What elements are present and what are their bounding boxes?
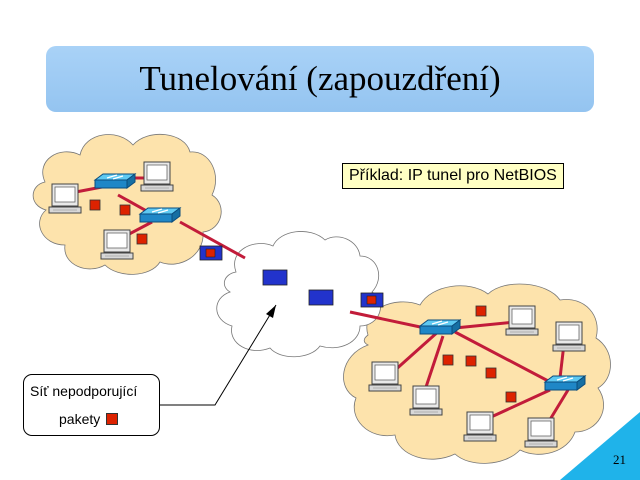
callout-line-2: pakety xyxy=(59,411,119,427)
computer-icon xyxy=(100,229,134,260)
switch-icon xyxy=(544,375,586,391)
computer-icon xyxy=(524,417,558,448)
computer-icon xyxy=(463,411,497,442)
slide-title: Tunelování (zapouzdření) xyxy=(139,59,501,98)
callout-line-2-text: pakety xyxy=(59,411,101,427)
packet-icon-group xyxy=(89,199,517,403)
packet-icon xyxy=(106,413,119,425)
lan-cloud-left xyxy=(32,133,222,275)
computer-icon xyxy=(140,161,174,192)
callout-line-1: Síť nepodporující xyxy=(30,383,138,399)
transit-cloud xyxy=(216,231,381,358)
callout-pointer xyxy=(158,304,277,406)
computer-icon xyxy=(552,321,586,352)
computer-icon xyxy=(409,385,443,416)
example-note: Příklad: IP tunel pro NetBIOS xyxy=(342,163,564,189)
computer-icon xyxy=(48,183,82,214)
tunnel-packet-icon xyxy=(199,245,223,261)
switch-icon xyxy=(139,207,181,223)
page-number: 21 xyxy=(613,452,626,467)
arrowhead-icon xyxy=(266,305,276,318)
switch-icon xyxy=(94,173,136,189)
tunnel-packet-icon xyxy=(308,289,334,306)
switch-icon xyxy=(419,319,461,335)
computer-icon xyxy=(368,361,402,392)
title-banner: Tunelování (zapouzdření) xyxy=(46,46,594,112)
corner-triangle xyxy=(560,412,640,480)
tunnel-packet-icon xyxy=(360,292,384,308)
tunnel-packet-icon xyxy=(262,269,288,286)
computer-icon xyxy=(505,305,539,336)
callout-box: Síť nepodporující pakety xyxy=(23,374,160,436)
network-links xyxy=(59,176,570,437)
